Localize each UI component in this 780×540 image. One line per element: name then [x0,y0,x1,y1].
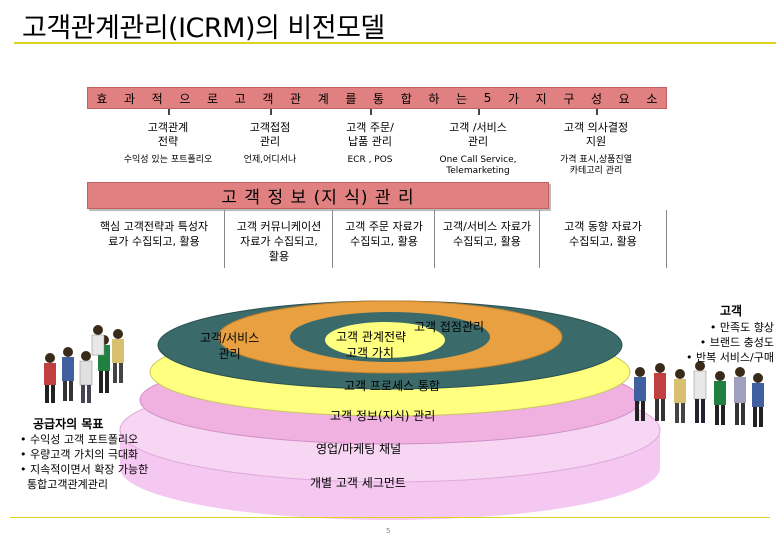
component-decision-head: 고객 의사결정 지원 [563,121,629,148]
title-rule [14,42,776,44]
banner-char: 로 [207,91,219,106]
list-item: • 만족도 향상 [709,321,774,334]
component-service-sub: One Call Service, Telemarketing [439,155,517,176]
bottom-rule [10,517,770,518]
component-strategy-head: 고객관계 전략 [147,121,189,148]
banner-char: 합 [400,91,412,106]
tick-mark [596,109,598,115]
banner-char: 는 [456,91,468,106]
list-item: 통합고객관계관리 [20,478,108,491]
component-service-data: 고객/서비스 자료가 수집되고, 활용 [442,220,532,248]
banner-char: 요 [618,91,630,106]
banner-char: 5 [483,91,492,105]
banner-char: 소 [646,91,658,106]
column-divider [224,210,225,268]
column-divider [666,210,667,268]
contact-management-label: 고객 접점관리 [414,320,485,334]
list-item: • 우량고객 가치의 극대화 [20,448,139,461]
tick-mark [370,109,372,115]
component-contact-data: 고객 커뮤니케이션 자료가 수집되고, 활용 [236,220,322,263]
page-title: 고객관계관리(ICRM)의 비전모델 [22,13,385,44]
people-right-icon [634,361,764,427]
sales-channel-label: 영업/마케팅 채널 [316,442,402,456]
banner-char: 객 [262,91,274,106]
banner-char: 구 [563,91,575,106]
component-order-sub: ECR , POS [347,155,393,165]
tick-mark [168,109,170,115]
banner-char: 계 [317,91,329,106]
list-item: • 브랜드 충성도 [699,336,774,349]
banner-char: 성 [591,91,603,106]
column-divider [539,210,540,268]
strategy-core [325,322,445,358]
strategy-label: 고객 관계전략 [336,330,407,344]
info-management-banner: 고 객 정 보 (지 식) 관 리 [87,182,549,209]
customer-goals-list: • 만족도 향상 • 브랜드 충성도 • 반복 서비스/구매 [652,320,774,365]
banner-char: 으 [179,91,191,106]
list-item: • 반복 서비스/구매 [685,351,774,364]
banner-char: 효 [96,91,108,106]
banner-char: 지 [535,91,547,106]
list-item: • 지속적이면서 확장 가능한 [20,463,149,476]
supplier-goals-list: • 수익성 고객 포트폴리오 • 우량고객 가치의 극대화 • 지속적이면서 확… [20,432,148,492]
banner-char: 를 [345,91,357,106]
component-service-head: 고객 /서비스 관리 [449,121,507,148]
customer-value-label: 고객 가치 [346,346,394,360]
column-divider [332,210,333,268]
component-contact-head: 고객접점 관리 [249,121,291,148]
banner-char: 관 [290,91,302,106]
banner-char: 적 [151,91,163,106]
banner-char: 하 [428,91,440,106]
component-strategy-data: 핵심 고객전략과 특성자 료가 수집되고, 활용 [99,220,209,248]
service-management-label: 고객/서비스 관리 [200,331,260,361]
banner-char: 통 [373,91,385,106]
info-management-disc-label: 고객 정보(지식) 관리 [330,409,436,423]
banner-char: 가 [507,91,520,106]
people-left-icon [44,325,124,403]
tick-mark [270,109,272,115]
component-order-head: 고객 주문/ 납품 관리 [346,121,394,148]
customer-segment-label: 개별 고객 세그먼트 [310,476,406,490]
component-decision-data: 고객 동향 자료가 수집되고, 활용 [564,220,642,248]
page-number: 5 [386,527,391,535]
banner-char: 과 [123,91,136,106]
component-contact-sub: 언제,어디서나 [243,155,297,165]
component-decision-sub: 가격 표시,상품진열 카테고리 관리 [560,155,632,176]
component-strategy-sub: 수익성 있는 포트폴리오 [123,155,213,165]
process-integration-label: 고객 프로세스 통합 [344,379,440,393]
column-divider [434,210,435,268]
supplier-goals-title: 공급자의 목표 [33,417,104,431]
info-management-label: 고 객 정 보 (지 식) 관 리 [221,188,415,208]
component-order-data: 고객 주문 자료가 수집되고, 활용 [345,220,423,248]
customer-goals-title: 고객 [720,304,743,318]
list-item: • 수익성 고객 포트폴리오 [20,433,139,446]
banner-char: 고 [234,91,246,106]
tick-mark [478,109,480,115]
